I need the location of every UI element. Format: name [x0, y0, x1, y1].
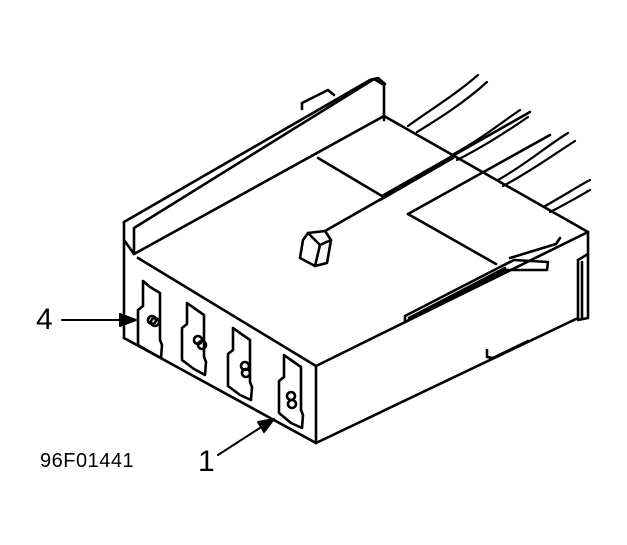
connector-housing — [122, 76, 590, 445]
callout-label-1: 1 — [198, 445, 215, 478]
callout-arrow-4 — [61, 313, 137, 327]
terminal-cavity-4 — [136, 279, 164, 360]
figure-id: 96F01441 — [40, 450, 135, 472]
terminal-cavity-3 — [180, 301, 208, 377]
wires — [406, 73, 592, 214]
callout-label-4: 4 — [36, 303, 53, 336]
terminal-cavity-2 — [226, 326, 254, 402]
callout-arrow-1 — [217, 418, 275, 456]
terminal-cavity-1 — [277, 353, 305, 430]
